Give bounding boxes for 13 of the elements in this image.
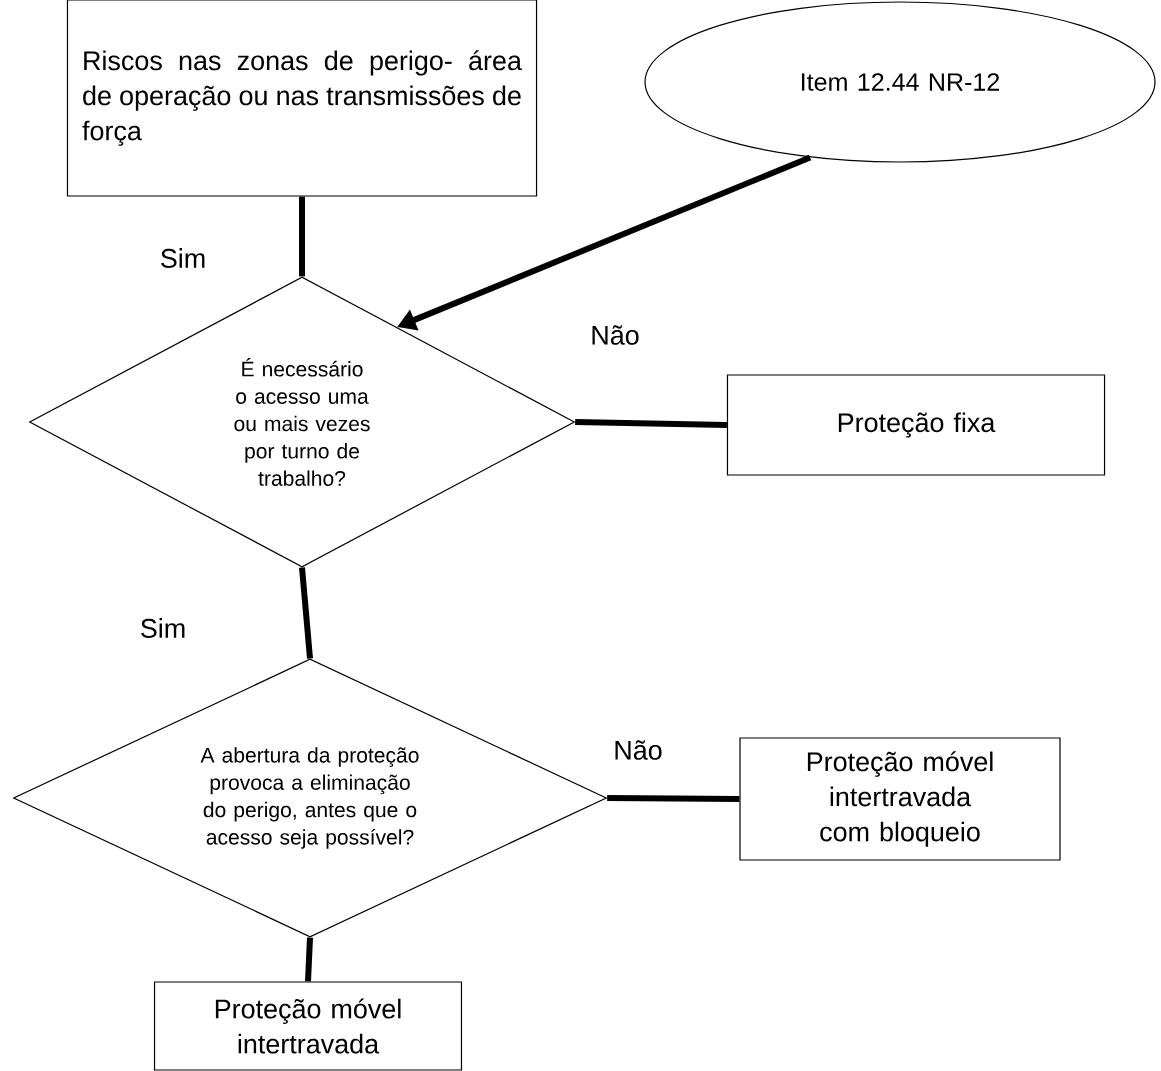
process-box: Proteção móvel intertravada xyxy=(153,981,463,1071)
edge-label: Sim xyxy=(161,248,205,268)
process-box: Riscos nas zonas de perigo- área de operação ou nas transmissões de força xyxy=(66,0,538,197)
connector-line xyxy=(305,937,313,982)
connector-line xyxy=(607,795,740,802)
connector-line xyxy=(575,419,727,428)
connector-line xyxy=(299,196,305,277)
process-box: Proteção móvel intertravada com bloqueio xyxy=(739,737,1061,861)
connector-line xyxy=(299,567,313,659)
process-box: Proteção fixa xyxy=(726,374,1106,476)
edge-label: Sim xyxy=(141,618,185,638)
edge-label: Não xyxy=(615,740,662,760)
edge-label: Não xyxy=(592,325,639,345)
